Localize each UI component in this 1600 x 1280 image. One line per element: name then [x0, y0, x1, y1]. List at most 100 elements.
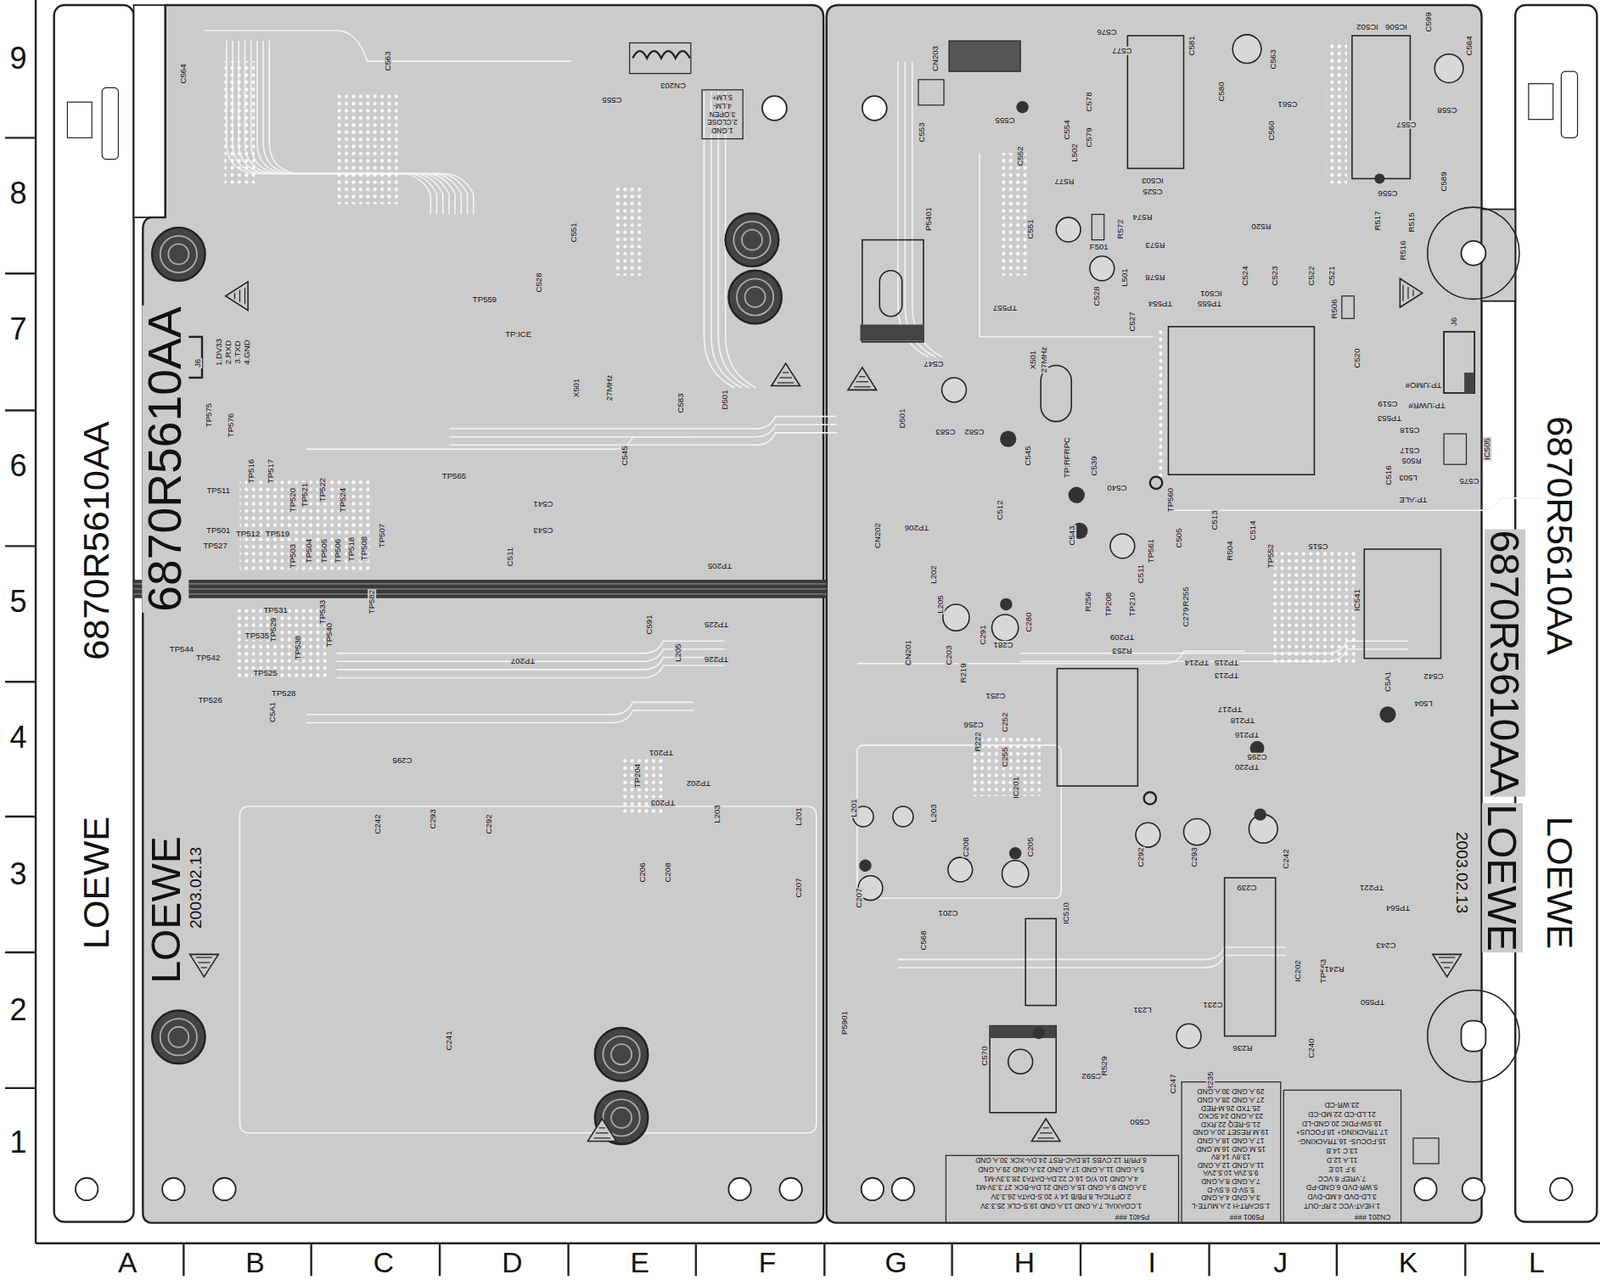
- silkscreen-label: 1.DV33: [215, 337, 225, 367]
- grid-label: H: [1013, 1248, 1036, 1278]
- silkscreen-label: C206: [639, 861, 648, 883]
- silkscreen-label: C554: [1063, 118, 1073, 141]
- pad-array: [234, 607, 326, 680]
- silkscreen-label: C540: [1106, 483, 1129, 493]
- ic-outline: [1025, 918, 1056, 1005]
- pad-array: [1157, 326, 1167, 480]
- silkscreen-label: TP221: [1358, 883, 1385, 893]
- silkscreen-label: TP217: [1216, 705, 1242, 714]
- silkscreen-label: 2.RXD: [224, 339, 233, 365]
- silkscreen-label: L205: [937, 594, 946, 614]
- silkscreen-label: C545: [620, 445, 629, 467]
- grid-label: 2: [9, 994, 29, 1026]
- copper-trace: [245, 40, 450, 214]
- silkscreen-label: 27MHz: [605, 374, 614, 402]
- frame-line: [5, 1087, 36, 1090]
- silkscreen-label: CN201: [903, 639, 913, 667]
- silkscreen-label: R572: [1116, 218, 1125, 241]
- silkscreen-label: J6: [193, 358, 203, 369]
- silkscreen-label: C542: [1423, 672, 1445, 681]
- mounting-hole: [213, 1178, 236, 1201]
- pcb-board: [133, 593, 826, 595]
- mounting-hole: [779, 1178, 802, 1201]
- ic-outline: [1352, 35, 1411, 179]
- frame-line: [35, 1242, 1600, 1245]
- silkscreen-label: R516: [1398, 239, 1408, 261]
- screw-symbol: [225, 281, 248, 311]
- grid-label: LOEWE: [1540, 815, 1578, 950]
- capacitor-symbol: [999, 598, 1012, 611]
- mounting-hole: [75, 1178, 98, 1201]
- silkscreen-label: TP501: [205, 526, 231, 535]
- grid-label: J: [1272, 1248, 1289, 1278]
- silkscreen-label: C541: [532, 499, 554, 509]
- silkscreen-label: TP203: [650, 798, 676, 808]
- silkscreen-label: TP:RFRPC: [1063, 436, 1073, 479]
- screw-symbol: [190, 278, 1462, 1141]
- silkscreen-label: CN202: [873, 522, 882, 550]
- silkscreen-label: IC503: [1141, 176, 1166, 186]
- silkscreen-label: TP554: [1147, 299, 1174, 309]
- frame-line: [1336, 1243, 1338, 1276]
- silkscreen-label: TP216: [1234, 730, 1260, 740]
- grid-label: 3: [9, 858, 29, 890]
- capacitor-symbol: [1110, 533, 1135, 559]
- grid-label: 8: [9, 178, 29, 209]
- frame-line: [5, 136, 36, 139]
- grid-label: 6: [9, 450, 29, 482]
- silkscreen-label: C553: [917, 122, 927, 144]
- silkscreen-label: 5.SV-D 6.SV-D: [1206, 1186, 1256, 1194]
- mounting-hole: [75, 95, 1573, 1201]
- silkscreen-label: C252: [1000, 712, 1010, 734]
- silkscreen-label: TP225: [703, 620, 730, 629]
- silkscreen-label: L205: [674, 643, 684, 663]
- silkscreen-label: C505: [1174, 527, 1184, 549]
- silkscreen-label: C524: [1240, 264, 1250, 287]
- capacitor-symbol: [1150, 477, 1163, 489]
- silkscreen-label: TP512: [235, 529, 261, 539]
- silkscreen-label: C519: [1376, 399, 1398, 409]
- silkscreen-label: TP575: [205, 402, 214, 428]
- silkscreen-label: R236: [1232, 1044, 1254, 1053]
- mounting-hole: [725, 213, 780, 267]
- silkscreen-label: C543: [532, 526, 554, 535]
- mounting-hole: [1461, 1021, 1487, 1052]
- mounting-hole: [151, 227, 206, 281]
- silkscreen-label: C293: [428, 808, 438, 831]
- silkscreen-label: TP503: [288, 543, 298, 569]
- silkscreen-label: TP517: [266, 458, 276, 484]
- silkscreen-label: C583: [935, 427, 957, 437]
- silkscreen-label: TP213: [1213, 671, 1240, 680]
- grid-label: E: [629, 1248, 651, 1278]
- silkscreen-label: 3.OPEN: [708, 110, 737, 118]
- silkscreen-label: TP511: [205, 486, 231, 495]
- capacitor-symbol: [1374, 173, 1385, 184]
- frame-line: [5, 544, 36, 547]
- ic-outline: [1413, 1138, 1439, 1164]
- grid-label: 5: [9, 586, 29, 618]
- frame-line: [5, 272, 36, 275]
- silkscreen-label: C201: [937, 909, 959, 918]
- silkscreen-label: C243: [1375, 942, 1397, 951]
- silkscreen-label: C558: [1436, 106, 1458, 115]
- silkscreen-label: C242: [1281, 848, 1291, 871]
- silkscreen-label: TP520: [288, 487, 298, 513]
- capacitor-symbol: [1135, 822, 1161, 848]
- copper-trace: [449, 416, 837, 429]
- silkscreen-label: C279: [1181, 606, 1191, 629]
- frame-line: [5, 0, 1600, 1276]
- silkscreen-label: IC501: [1199, 289, 1224, 298]
- silkscreen-label: TP522: [318, 477, 327, 503]
- grid-label: B: [244, 1248, 265, 1278]
- ic-outline: [1040, 365, 1072, 422]
- silkscreen-label: F501: [1089, 242, 1110, 252]
- pad-array: [224, 61, 255, 184]
- silkscreen-label: TP555: [1195, 299, 1222, 309]
- silkscreen-label: R505: [1400, 457, 1422, 466]
- silkscreen-label: R517: [1373, 209, 1382, 231]
- copper-trace: [306, 701, 695, 714]
- silkscreen-label: 29.A.GND 30.A.GND: [1195, 1088, 1265, 1095]
- silkscreen-label: 9.F 10.E: [1327, 1165, 1357, 1173]
- capacitor-symbol: [892, 806, 914, 827]
- silkscreen-label: C5A1: [268, 701, 277, 724]
